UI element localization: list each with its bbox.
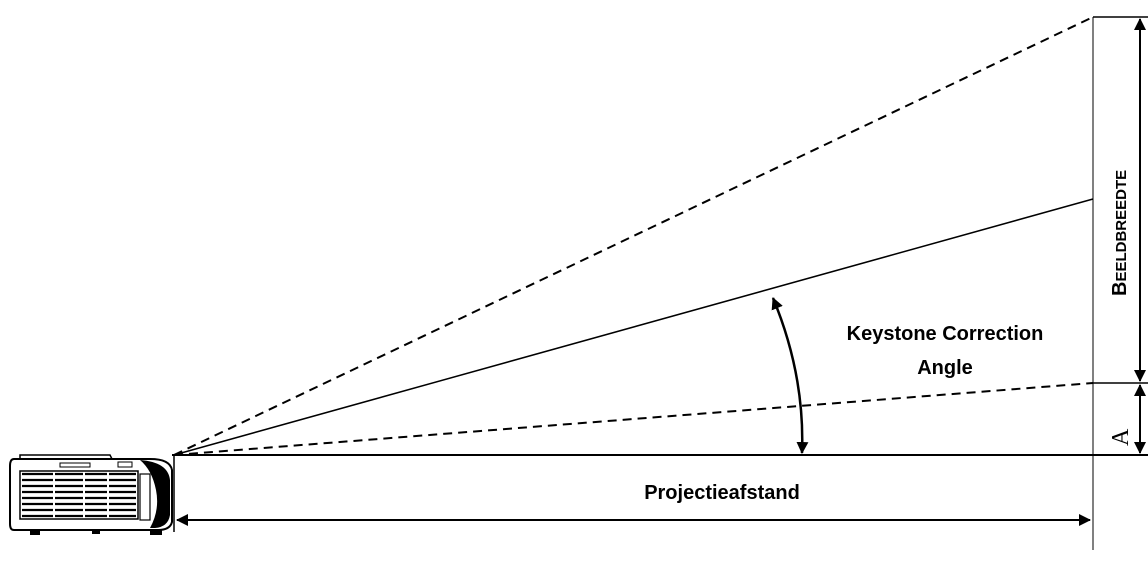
beam-center-line: [173, 198, 1094, 456]
projection-beam: [173, 16, 1094, 456]
beam-top-dashed-line: [173, 16, 1094, 456]
image-width-label-initial: B: [1109, 282, 1131, 296]
beam-bottom-dashed-line: [173, 382, 1094, 456]
keystone-angle-arc: [771, 297, 809, 454]
image-width-label: BEELDBREEDTE: [1109, 170, 1131, 296]
keystone-angle-label-line1: Keystone Correction: [847, 323, 1044, 345]
image-width-label-rest: EELDBREEDTE: [1113, 170, 1130, 282]
projector-icon: [9, 454, 173, 535]
projection-distance-label: Projectieafstand: [644, 482, 800, 504]
offset-label: A: [1108, 428, 1134, 446]
image-width-dimension: [1093, 16, 1148, 384]
keystone-angle-label-line2: Angle: [917, 357, 973, 379]
